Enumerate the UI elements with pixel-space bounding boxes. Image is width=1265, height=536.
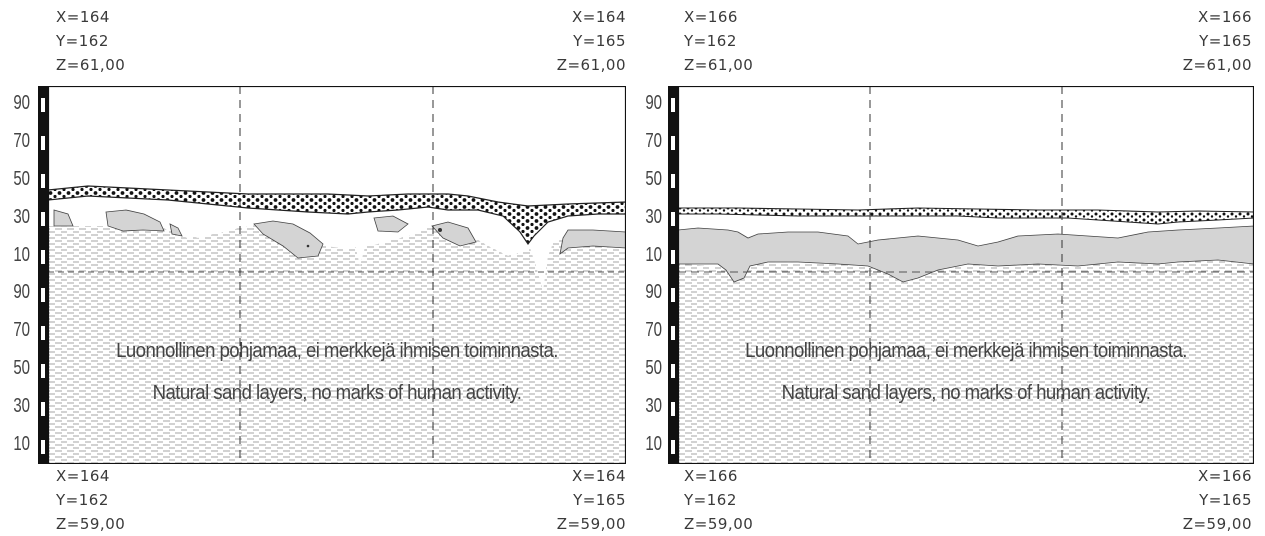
caption-finnish: Luonnollinen pohjamaa, ei merkkejä ihmis… — [745, 340, 1187, 362]
measuring-rod — [668, 86, 678, 464]
coord-bottom-left: X=164 Y=162 Z=59,00 — [56, 464, 125, 536]
scale-tick: 70 — [13, 319, 30, 341]
measuring-rod — [38, 86, 48, 464]
scale-tick: 10 — [645, 244, 662, 266]
coord-top-right: X=166 Y=165 Z=61,00 — [1183, 5, 1252, 77]
sand-layer — [678, 260, 1254, 464]
scale-tick: 10 — [13, 433, 30, 455]
scale-tick: 30 — [645, 395, 662, 417]
coord-x: X=164 — [56, 8, 110, 26]
coord-z: Z=59,00 — [1182, 515, 1252, 533]
coord-x: X=166 — [1198, 467, 1252, 485]
coord-z: Z=59,00 — [56, 515, 126, 533]
coord-x: X=166 — [1198, 8, 1252, 26]
gravel-topsoil-layer — [48, 185, 626, 246]
coord-y: Y=165 — [573, 491, 626, 509]
scale-tick: 30 — [645, 206, 662, 228]
soil-profile-drawing — [48, 86, 626, 464]
profile-frame — [678, 86, 1254, 464]
coord-x: X=166 — [684, 8, 738, 26]
gravel-topsoil-layer — [678, 207, 1254, 225]
caption-english: Natural sand layers, no marks of human a… — [152, 382, 522, 404]
coord-y: Y=162 — [56, 32, 109, 50]
coord-x: X=164 — [56, 467, 110, 485]
scale-tick: 90 — [13, 281, 30, 303]
coord-z: Z=61,00 — [684, 56, 754, 74]
profile-frame — [48, 86, 626, 464]
coord-x: X=166 — [684, 467, 738, 485]
sand-layer — [48, 221, 626, 464]
coord-y: Y=162 — [56, 491, 109, 509]
coord-x: X=164 — [572, 467, 626, 485]
scale-tick: 70 — [645, 319, 662, 341]
coord-top-left: X=164 Y=162 Z=61,00 — [56, 5, 125, 77]
coord-y: Y=165 — [1199, 32, 1252, 50]
coord-z: Z=61,00 — [1182, 56, 1252, 74]
coord-z: Z=59,00 — [556, 515, 626, 533]
profile-panel-left: X=164 Y=162 Z=61,00 X=164 Y=165 Z=61,00 … — [0, 0, 630, 536]
coord-z: Z=61,00 — [556, 56, 626, 74]
scale-tick: 70 — [645, 130, 662, 152]
coord-bottom-right: X=166 Y=165 Z=59,00 — [1183, 464, 1252, 536]
coord-y: Y=165 — [573, 32, 626, 50]
scale-tick: 90 — [645, 281, 662, 303]
coord-z: Z=59,00 — [684, 515, 754, 533]
coord-y: Y=162 — [684, 32, 737, 50]
grey-sand-layer — [678, 225, 1254, 283]
scale-tick: 30 — [13, 395, 30, 417]
scale-tick: 50 — [13, 168, 30, 190]
coord-y: Y=162 — [684, 491, 737, 509]
scale-tick: 50 — [645, 357, 662, 379]
caption-english: Natural sand layers, no marks of human a… — [781, 382, 1151, 404]
coord-bottom-left: X=166 Y=162 Z=59,00 — [684, 464, 753, 536]
soil-profile-drawing — [678, 86, 1254, 464]
white-sand-layer — [48, 198, 626, 291]
coord-top-right: X=164 Y=165 Z=61,00 — [557, 5, 626, 77]
scale-tick: 10 — [645, 433, 662, 455]
caption-finnish: Luonnollinen pohjamaa, ei merkkejä ihmis… — [116, 340, 558, 362]
depth-scale: 90 70 50 30 10 90 70 50 30 10 — [632, 86, 672, 462]
depth-scale: 90 70 50 30 10 90 70 50 30 10 — [0, 86, 40, 462]
scale-tick: 50 — [13, 357, 30, 379]
coord-top-left: X=166 Y=162 Z=61,00 — [684, 5, 753, 77]
scale-tick: 30 — [13, 206, 30, 228]
coord-bottom-right: X=164 Y=165 Z=59,00 — [557, 464, 626, 536]
coord-z: Z=61,00 — [56, 56, 126, 74]
scale-tick: 90 — [645, 92, 662, 114]
scale-tick: 90 — [13, 92, 30, 114]
coord-x: X=164 — [572, 8, 626, 26]
scale-tick: 10 — [13, 244, 30, 266]
scale-tick: 70 — [13, 130, 30, 152]
profile-panel-right: X=166 Y=162 Z=61,00 X=166 Y=165 Z=61,00 … — [632, 0, 1262, 536]
scale-tick: 50 — [645, 168, 662, 190]
coord-y: Y=165 — [1199, 491, 1252, 509]
